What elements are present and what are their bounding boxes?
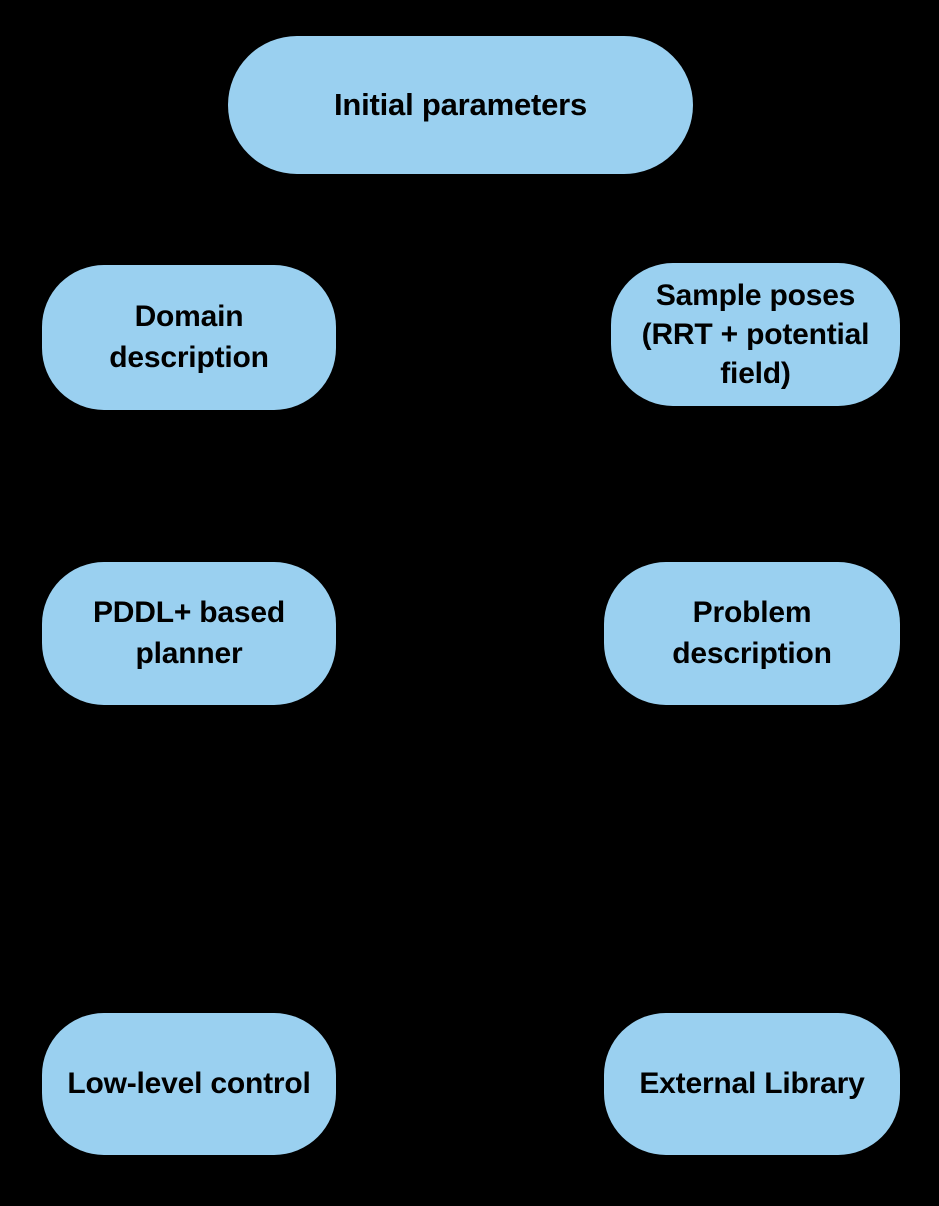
node-pddl-based-planner[interactable]: PDDL+ based planner	[42, 562, 336, 705]
node-domain-description[interactable]: Domain description	[42, 265, 336, 410]
node-initial-parameters-label: Initial parameters	[333, 87, 588, 123]
node-external-library-label: External Library	[639, 1066, 865, 1100]
node-domain-description-label: Domain description	[109, 300, 269, 374]
node-problem-description[interactable]: Problem description	[604, 562, 900, 705]
node-external-library[interactable]: External Library	[604, 1013, 900, 1155]
node-low-level-control[interactable]: Low-level control	[42, 1013, 336, 1155]
node-sample-poses-label: Sample poses (RRT + potential field)	[641, 279, 870, 390]
node-problem-description-label: Problem description	[672, 596, 832, 670]
node-sample-poses[interactable]: Sample poses (RRT + potential field)	[611, 263, 900, 406]
node-pddl-based-planner-label: PDDL+ based planner	[92, 596, 286, 670]
node-low-level-control-label: Low-level control	[67, 1066, 311, 1100]
node-initial-parameters[interactable]: Initial parameters	[228, 36, 693, 174]
